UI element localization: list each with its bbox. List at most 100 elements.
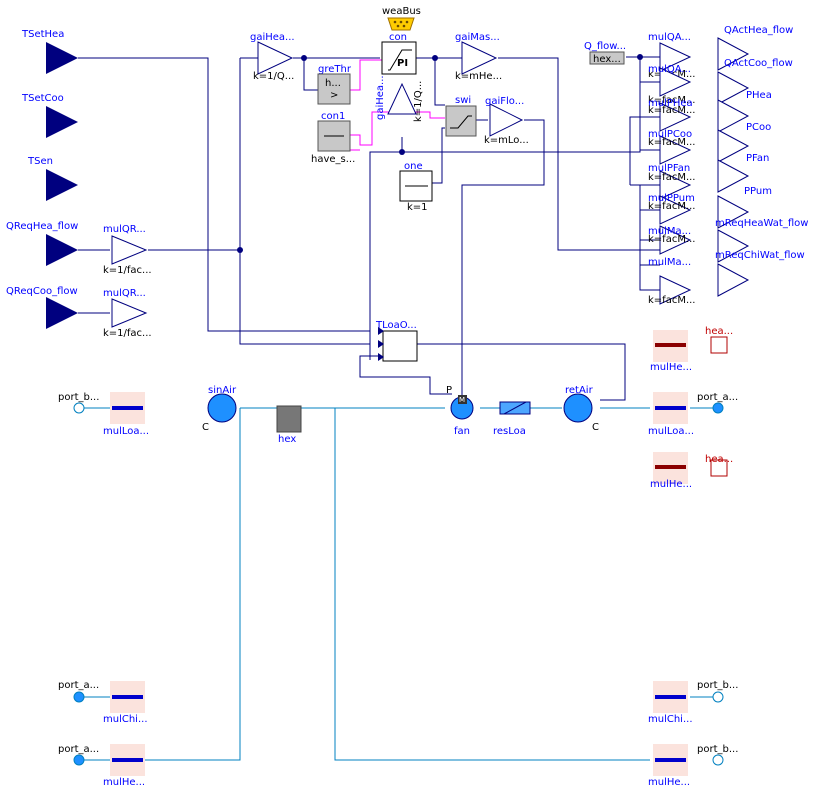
mulHe-right[interactable]: mulHe... [648, 744, 690, 788]
svg-text:port_a...: port_a... [697, 392, 738, 403]
switch-swi[interactable]: swi [445, 95, 477, 137]
svg-text:mulMa...: mulMa... [648, 257, 691, 268]
con1-block[interactable]: con1 have_s... [311, 111, 355, 165]
svg-text:have_s...: have_s... [311, 154, 355, 165]
svg-text:TSetCoo: TSetCoo [21, 93, 64, 104]
port_b-left[interactable]: port_b... [58, 392, 99, 414]
svg-text:C: C [202, 422, 209, 433]
svg-text:mulLoa...: mulLoa... [648, 426, 694, 437]
gain-gaiFlo[interactable]: gaiFlo... k=mLo... [484, 96, 529, 146]
svg-text:k=facM...: k=facM... [648, 295, 695, 306]
mulHe-top[interactable]: hea... mulHe... [650, 326, 733, 373]
junctions [237, 54, 643, 253]
svg-text:mulQR...: mulQR... [103, 224, 146, 235]
output-QActCoo_flow[interactable]: QActCoo_flow [724, 58, 793, 69]
fan-mover[interactable]: M P fan [446, 385, 474, 437]
mulChi-right[interactable]: mulChi... [648, 681, 693, 725]
greThr-block[interactable]: greThr h... > [317, 64, 352, 105]
output-mReqChiWat_flow[interactable]: mReqChiWat_flow [715, 250, 805, 261]
input-QReqHea_flow[interactable]: QReqHea_flow [6, 221, 78, 266]
input-TSetCoo[interactable]: TSetCoo [21, 93, 78, 138]
mulHe-left[interactable]: mulHe... [103, 744, 145, 788]
fluid-lines [80, 407, 718, 761]
input-QReqCoo_flow[interactable]: QReqCoo_flow [6, 286, 78, 329]
svg-text:k=1/Q...: k=1/Q... [253, 71, 294, 82]
output-PHea[interactable]: PHea [746, 90, 772, 101]
svg-text:port_a...: port_a... [58, 680, 99, 691]
svg-text:Q_flow...: Q_flow... [584, 41, 626, 52]
TLoaO-block[interactable]: TLoaO... [375, 320, 418, 362]
svg-text:hex: hex [278, 434, 296, 445]
svg-text:k=1/Q...: k=1/Q... [413, 81, 424, 122]
svg-text:QReqCoo_flow: QReqCoo_flow [6, 286, 78, 297]
Q_flow-sensor[interactable]: Q_flow... hex... [584, 41, 626, 65]
output-gains: mulQA... k=facM... mulQA... k=facM... mu… [648, 32, 695, 306]
svg-text:TLoaO...: TLoaO... [375, 320, 417, 331]
svg-text:mulPFan: mulPFan [648, 163, 690, 174]
svg-text:mulPPum: mulPPum [648, 193, 695, 204]
svg-text:k=facM...: k=facM... [648, 105, 695, 116]
svg-text:con1: con1 [321, 111, 345, 122]
svg-text:gaiHea...: gaiHea... [250, 32, 295, 43]
const-one[interactable]: one k=1 [399, 161, 433, 213]
output-PFan[interactable]: PFan [746, 153, 769, 164]
gain-mulQR-hea[interactable]: mulQR... k=1/fac... [103, 224, 152, 276]
hex-heat-exchanger[interactable]: hex [276, 405, 302, 445]
input-TSetHea[interactable]: TSetHea [21, 29, 78, 74]
svg-text:mulHe...: mulHe... [650, 362, 692, 373]
gain-gaiMas[interactable]: gaiMas... k=mHe... [455, 32, 502, 82]
mulLoa-right[interactable]: mulLoa... [648, 392, 694, 437]
svg-text:k=1/fac...: k=1/fac... [103, 328, 152, 339]
svg-text:PI: PI [397, 58, 408, 69]
output-PCoo[interactable]: PCoo [746, 122, 771, 133]
input-TSen[interactable]: TSen [27, 156, 78, 201]
port_a-hw-left[interactable]: port_a... [58, 744, 99, 766]
output-PPum[interactable]: PPum [744, 186, 772, 197]
svg-text:k=facM...: k=facM... [648, 172, 695, 183]
svg-text:C: C [592, 422, 599, 433]
output-QActHea_flow[interactable]: QActHea_flow [724, 25, 793, 36]
port_b-hw-right[interactable]: port_b... [697, 744, 738, 766]
port_a-right[interactable]: port_a... [697, 392, 738, 414]
svg-text:greThr: greThr [318, 64, 352, 75]
sinAir-volume[interactable]: sinAir C [202, 385, 237, 433]
svg-text:mulHe...: mulHe... [650, 479, 692, 490]
svg-text:mulQA...: mulQA... [648, 64, 691, 75]
svg-text:mulQR...: mulQR... [103, 288, 146, 299]
pi-controller-con[interactable]: con PI [381, 32, 417, 75]
gain-gaiHea-mid[interactable]: gaiHea... k=1/Q... [375, 75, 424, 122]
resLoa-resistance[interactable]: resLoa [493, 401, 531, 437]
gain-gaiHea-top[interactable]: gaiHea... k=1/Q... [250, 32, 295, 82]
svg-text:port_b...: port_b... [58, 392, 99, 403]
svg-text:hex...: hex... [593, 54, 621, 65]
svg-text:M: M [459, 396, 465, 404]
mulChi-left[interactable]: mulChi... [103, 681, 148, 725]
svg-text:con: con [389, 32, 407, 43]
svg-text:k=mLo...: k=mLo... [484, 135, 529, 146]
port_b-chi-right[interactable]: port_b... [697, 680, 738, 703]
port_a-chi-left[interactable]: port_a... [58, 680, 99, 703]
svg-text:mulLoa...: mulLoa... [103, 426, 149, 437]
svg-text:port_b...: port_b... [697, 680, 738, 691]
output-mReqHeaWat_flow[interactable]: mReqHeaWat_flow [715, 218, 808, 229]
svg-text:port_a...: port_a... [58, 744, 99, 755]
svg-text:mulMa...: mulMa... [648, 226, 691, 237]
svg-text:retAir: retAir [565, 385, 594, 396]
svg-text:sinAir: sinAir [208, 385, 237, 396]
svg-text:gaiFlo...: gaiFlo... [485, 96, 524, 107]
svg-text:TSetHea: TSetHea [21, 29, 64, 40]
mulHe-mid[interactable]: hea... mulHe... [650, 452, 733, 490]
retAir-volume[interactable]: retAir C [563, 385, 599, 433]
weaBus-connector[interactable]: weaBus [382, 6, 421, 31]
boolean-wires [350, 59, 445, 151]
svg-text:mulHe...: mulHe... [648, 777, 690, 788]
svg-text:gaiHea...: gaiHea... [375, 75, 386, 120]
gain-mulQR-coo[interactable]: mulQR... k=1/fac... [103, 288, 152, 339]
svg-text:one: one [404, 161, 423, 172]
svg-text:resLoa: resLoa [493, 426, 526, 437]
svg-text:mulChi...: mulChi... [103, 714, 148, 725]
svg-text:k=facM...: k=facM... [648, 95, 695, 106]
svg-text:k=1: k=1 [407, 202, 428, 213]
mulLoa-left[interactable]: mulLoa... [103, 392, 149, 437]
svg-text:weaBus: weaBus [382, 6, 421, 17]
